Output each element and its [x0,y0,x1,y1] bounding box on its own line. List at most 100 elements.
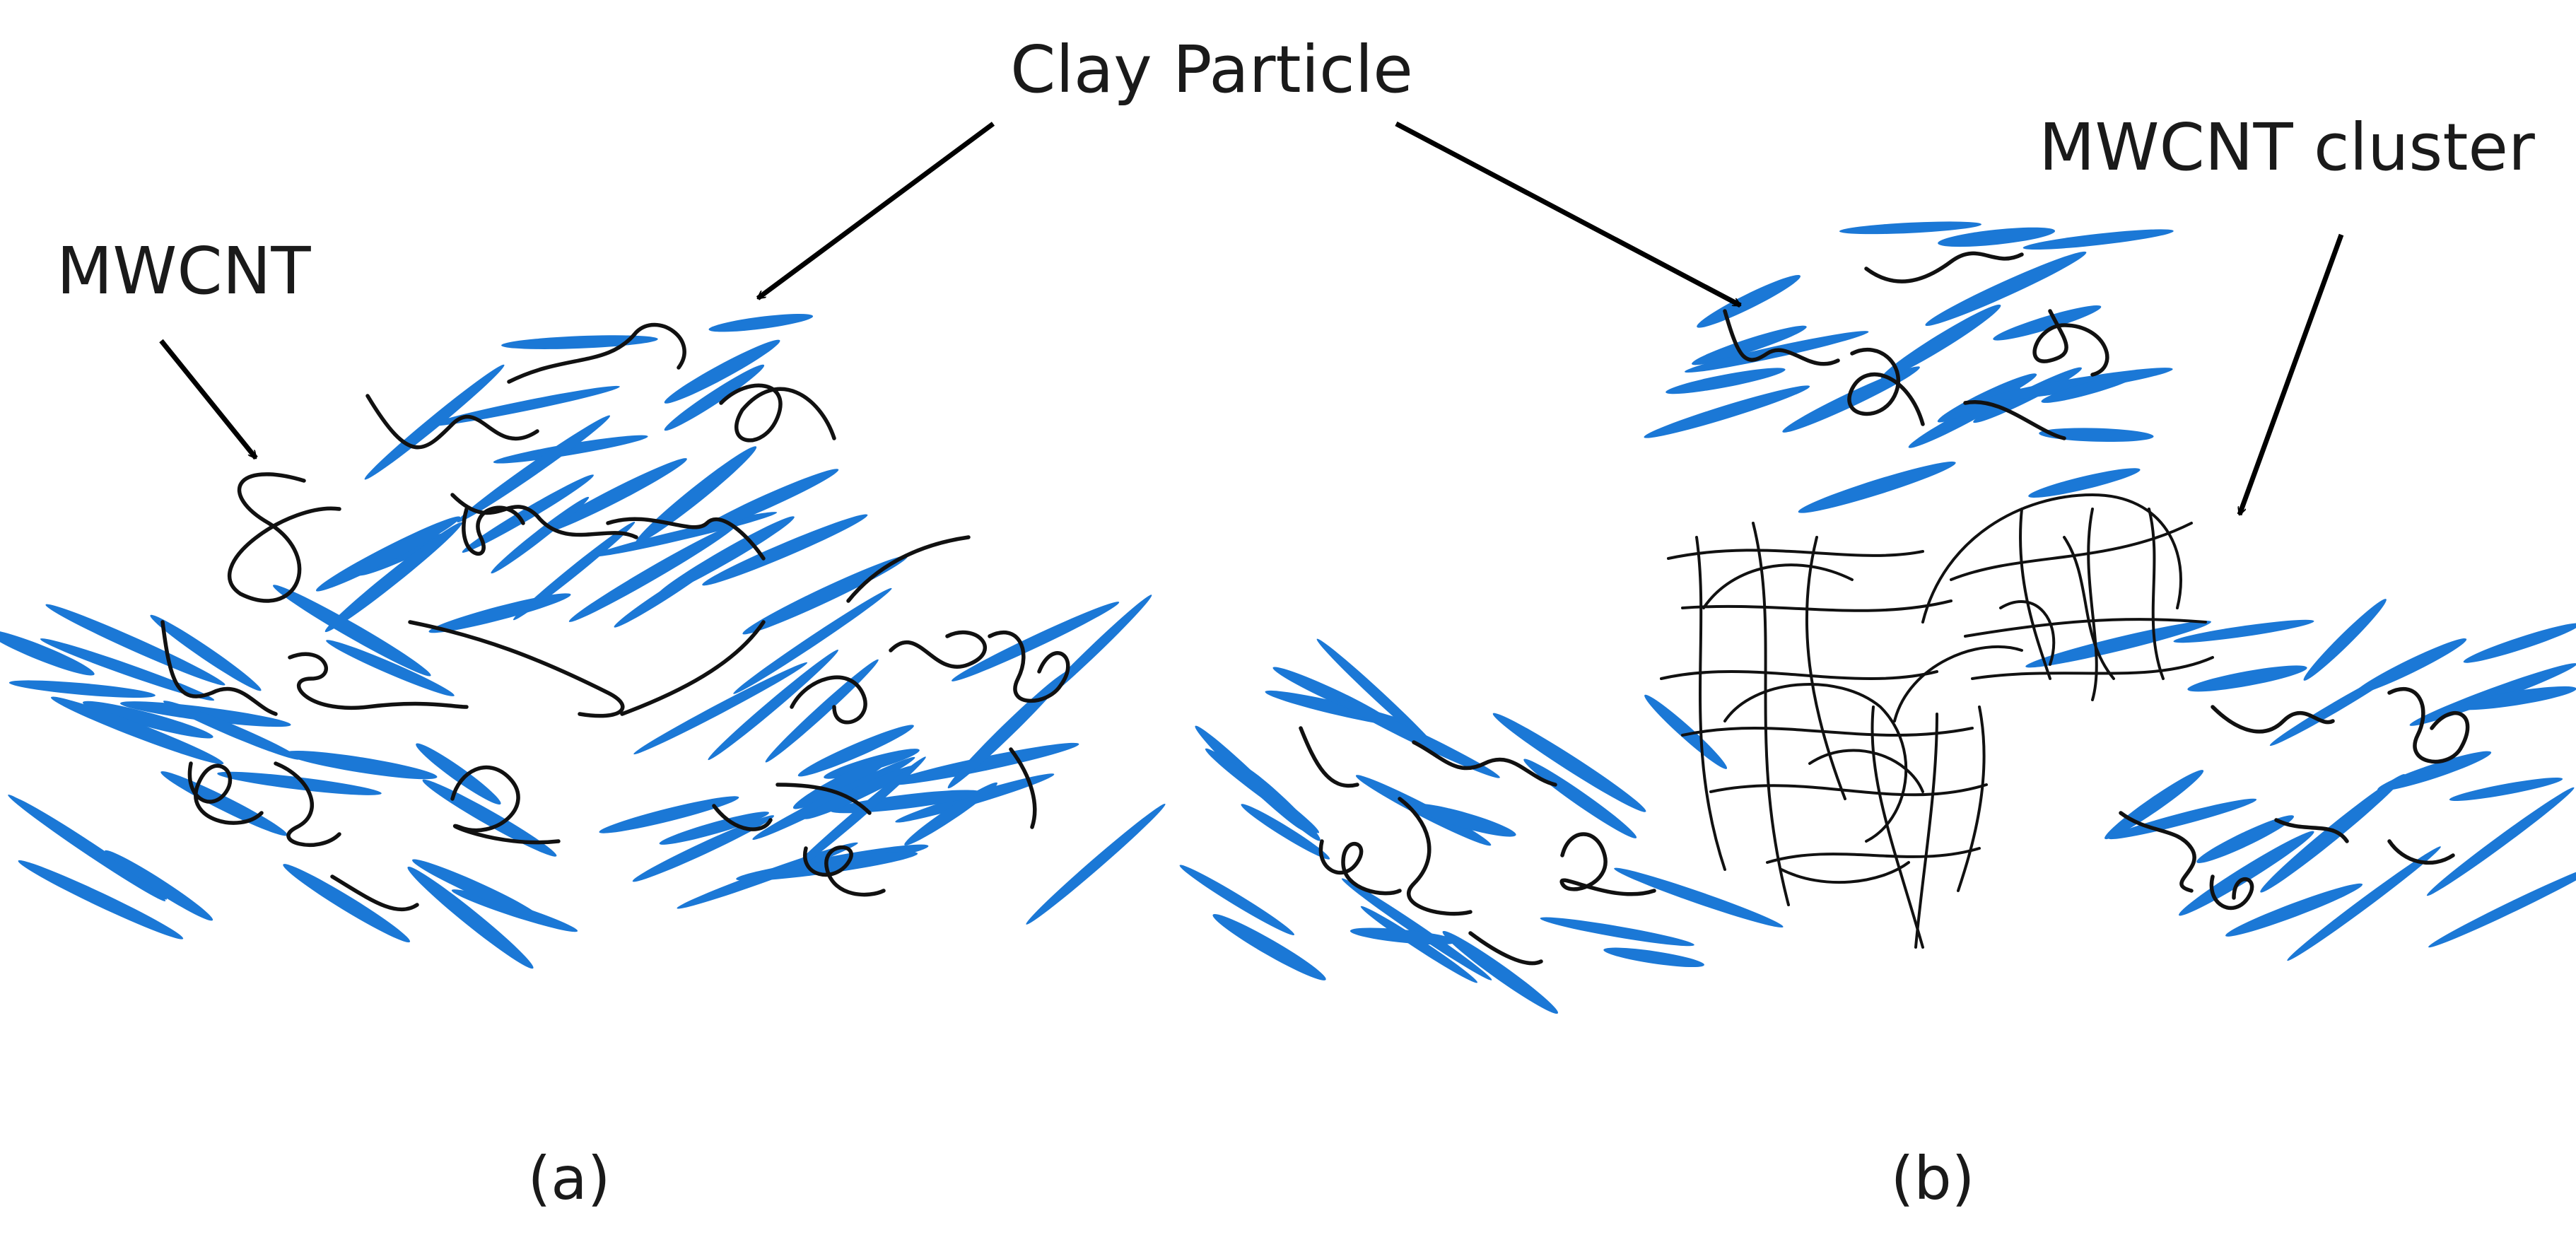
cluster-tube [2063,536,2115,680]
clay-particle-b-top [1644,221,2174,513]
clay-platelet [708,313,814,332]
clay-platelet [1614,867,1784,927]
clay-platelet [1036,595,1152,706]
clay-platelet [1341,878,1492,980]
clay-platelet [2456,686,2576,710]
mwcnt-tube [802,845,886,897]
clay-platelet [513,521,636,621]
clay-platelet [1644,694,1728,769]
mwcnt-tube [2119,811,2196,893]
mwcnt-tube [712,804,773,831]
mwcnt-tube [160,620,278,716]
arrow-clay-particle-a [758,122,995,300]
mwcnt-tube [790,675,867,725]
clay-platelet [797,725,914,777]
clay-platelet [428,593,571,633]
clay-platelet [1925,251,2087,326]
clay-platelet [2196,815,2294,863]
mwcnt-tube [889,630,987,669]
clay-platelet [2426,787,2575,896]
cluster-tube [1709,783,1988,797]
clay-platelet [51,696,224,765]
clay-platelet [1881,304,2001,380]
mwcnt-tube [507,322,686,384]
clay-platelet [2287,846,2441,961]
clay-platelet [632,815,775,882]
mwcnt-tube [288,652,469,710]
cluster-tube [1964,618,2207,638]
clay-particle-a-bottom-left [0,585,578,969]
clay-platelet [697,469,839,534]
mwcnt-tube [274,761,341,848]
mwcnt-tube [1864,251,2024,283]
mwcnt-tube [1398,797,1473,916]
cluster-tube [2148,508,2165,680]
cluster-tube [1971,656,2214,680]
clay-platelet [2463,623,2576,663]
clay-platelet [785,756,926,877]
clay-platelet [568,524,737,622]
panel-label-a: (a) [527,1144,610,1213]
mwcnt-tube [1723,309,1840,366]
clay-platelet [40,638,215,701]
clay-platelet [2303,599,2387,681]
mwcnt-tube [846,535,971,603]
clay-platelet [462,474,594,553]
clay-platelet [1937,373,2037,423]
clay-platelet [2225,883,2363,937]
clay-platelet [1350,927,1458,945]
cluster-tube [1870,706,1924,949]
clay-platelet [315,516,461,592]
clay-platelet [2028,468,2141,498]
mwcnt-tube [1559,832,1656,896]
clay-platelet [1839,221,1981,235]
mwcnt-tube [1318,839,1402,896]
mwcnt-tube [620,620,766,716]
mwcnt-tube [2209,874,2254,911]
clay-platelet [8,795,166,901]
cluster-tube [1752,522,1790,906]
clay-platelet [457,415,611,523]
clay-platelet [407,866,534,969]
mwcnt-tube [988,630,1070,703]
label-mwcnt: MWCNT [57,233,311,309]
cluster-tube [1766,847,1981,864]
mwcnt-tube [1963,399,2066,440]
clay-platelet [1212,913,1326,980]
clay-platelet [1798,461,1956,513]
clay-platelet [2173,619,2314,643]
clay-platelet [364,364,505,480]
cluster-tube [1957,706,1986,892]
clay-platelet [1179,865,1294,935]
clay-platelet [0,630,95,676]
mwcnt-tube [775,783,872,815]
clay-platelet [1938,227,2056,247]
cluster-tube [1702,563,1854,609]
mwcnt-tube [2274,818,2349,843]
clay-platelet [2449,777,2563,802]
mwcnt-tube [719,383,836,443]
clay-platelet [2187,665,2307,692]
mwcnt-tube [1009,747,1037,829]
clay-platelet [18,860,184,939]
clay-platelet [1697,274,1801,328]
cluster-tube [2019,508,2051,680]
cluster-tube [1780,861,1910,884]
mwcnt-tube [2387,686,2470,764]
mwcnt-tube [1412,740,1557,787]
clay-platelet [1523,759,1637,838]
clay-platelet [733,587,892,694]
clay-platelet [2025,621,2211,668]
mwcnt-tube [330,874,419,912]
cluster-tube [1921,493,2182,624]
mwcnt-tube [1847,348,1925,426]
clay-particle-a-bottom-right [599,587,1166,925]
clay-particle-a-top [315,313,908,635]
clay-platelet [2041,373,2138,403]
clay-platelet [1026,803,1166,925]
clay-platelet [1692,325,1807,365]
clay-platelet [1492,713,1646,812]
clay-platelet [792,758,889,809]
clay-platelet [1412,803,1516,837]
clay-particle-b-bottom-left [1179,638,1784,1014]
